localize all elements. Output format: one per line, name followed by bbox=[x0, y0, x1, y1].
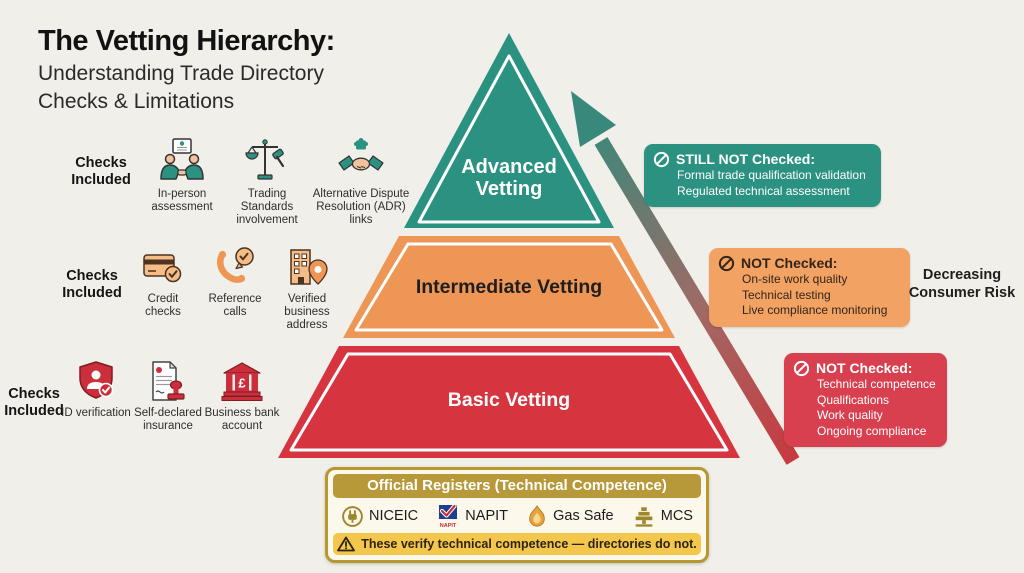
callout-item: Regulated technical assessment bbox=[677, 183, 850, 198]
pyramid-tier-basic bbox=[278, 346, 740, 458]
pyramid-tier-intermediate bbox=[343, 236, 675, 338]
niceic-logo bbox=[342, 505, 363, 527]
warning-icon bbox=[337, 536, 356, 552]
checks-included-label-basic: Checks Included bbox=[4, 386, 64, 419]
register-label: MCS bbox=[660, 508, 693, 524]
registers-warning: These verify technical competence — dire… bbox=[333, 533, 701, 555]
napit-logo: NAPIT bbox=[439, 503, 458, 529]
gas-safe-logo bbox=[529, 504, 545, 527]
callout-basic-not-checked: NOT Checked: Technical competence Qualif… bbox=[784, 353, 947, 448]
callout-item: Technical competence bbox=[817, 377, 936, 391]
tier-label-intermediate: Intermediate Vetting bbox=[415, 276, 603, 298]
callout-heading-row: NOT Checked: bbox=[793, 360, 937, 377]
decreasing-risk-arrow bbox=[571, 91, 800, 465]
risk-label-line-1: Decreasing bbox=[922, 267, 1002, 283]
credit-checks-icon bbox=[143, 254, 182, 283]
check-item-caption: Alternative Dispute Resolution (ADR) lin… bbox=[312, 188, 410, 227]
prohibited-icon bbox=[653, 151, 670, 168]
prohibited-icon bbox=[793, 360, 810, 377]
subtitle-line-2: Checks & Limitations bbox=[38, 89, 235, 113]
svg-text:NAPIT: NAPIT bbox=[440, 523, 457, 529]
callout-heading-row: STILL NOT Checked: bbox=[653, 151, 871, 168]
register-label: NAPIT bbox=[465, 508, 508, 524]
check-item-self-declared-insurance: Self-declared insurance bbox=[122, 360, 214, 433]
check-item-caption: Self-declared insurance bbox=[134, 407, 202, 433]
prohibited-icon bbox=[718, 255, 735, 272]
decreasing-consumer-risk-label: Decreasing Consumer Risk bbox=[903, 266, 1021, 302]
check-item-caption: Reference calls bbox=[208, 293, 262, 319]
checks-included-label-advanced: Checks Included bbox=[71, 155, 131, 188]
page-title: The Vetting Hierarchy: bbox=[38, 25, 335, 57]
callout-item: Formal trade qualification validation bbox=[677, 168, 866, 182]
subtitle-line-1: Understanding Trade Directory bbox=[38, 62, 324, 86]
checks-included-label-intermediate: Checks Included bbox=[62, 268, 122, 301]
check-item-caption: Trading Standards involvement bbox=[236, 188, 298, 227]
check-item-adr-links: Alternative Dispute Resolution (ADR) lin… bbox=[306, 137, 416, 227]
callout-heading: NOT Checked: bbox=[816, 360, 913, 377]
title-block: The Vetting Hierarchy: Understanding Tra… bbox=[38, 26, 335, 115]
trading-standards-icon bbox=[245, 139, 285, 180]
registers-logo-row: NICEIC NAPIT NAPIT Gas Safe bbox=[333, 498, 701, 533]
tier-label-basic: Basic Vetting bbox=[447, 389, 571, 411]
register-label: NICEIC bbox=[369, 508, 419, 524]
register-gas-safe: Gas Safe bbox=[526, 504, 614, 529]
reference-calls-icon bbox=[217, 247, 254, 283]
mcs-logo bbox=[635, 506, 653, 527]
check-item-in-person-assessment: In-person assessment bbox=[140, 137, 224, 214]
callout-item: Work quality bbox=[817, 408, 883, 423]
id-verification-icon bbox=[79, 361, 114, 399]
check-item-verified-business-address: Verified business address bbox=[274, 246, 340, 332]
registers-warning-text: These verify technical competence — dire… bbox=[361, 537, 697, 551]
check-item-trading-standards: Trading Standards involvement bbox=[224, 137, 310, 227]
svg-text:£: £ bbox=[238, 376, 246, 391]
check-item-reference-calls: Reference calls bbox=[199, 246, 271, 319]
callout-heading-row: NOT Checked: bbox=[718, 255, 900, 272]
check-item-caption: Credit checks bbox=[145, 293, 181, 319]
business-bank-account-icon: £ bbox=[221, 362, 263, 401]
registers-header: Official Registers (Technical Competence… bbox=[333, 474, 701, 498]
self-declared-insurance-icon bbox=[152, 361, 185, 401]
callout-intermediate-not-checked: NOT Checked: On-site work quality Techni… bbox=[709, 248, 910, 327]
callout-item: Technical testing bbox=[742, 287, 831, 302]
check-item-caption: Verified business address bbox=[284, 293, 330, 332]
check-item-id-verification: ID verification bbox=[60, 360, 132, 420]
callout-heading: NOT Checked: bbox=[741, 255, 838, 272]
page-subtitle: Understanding Trade Directory Checks & L… bbox=[38, 60, 335, 115]
callout-item: Live compliance monitoring bbox=[742, 303, 888, 318]
callout-heading: STILL NOT Checked: bbox=[676, 151, 815, 168]
register-napit: NAPIT NAPIT bbox=[436, 503, 508, 529]
check-item-business-bank-account: £ Business bank account bbox=[196, 360, 288, 433]
register-niceic: NICEIC bbox=[341, 505, 418, 528]
callout-item: On-site work quality bbox=[742, 272, 848, 286]
check-item-caption: ID verification bbox=[61, 407, 131, 419]
adr-links-icon bbox=[338, 138, 384, 171]
register-label: Gas Safe bbox=[553, 508, 614, 524]
register-mcs: MCS bbox=[632, 505, 693, 528]
verified-business-address-icon bbox=[290, 249, 328, 285]
check-item-caption: Business bank account bbox=[204, 407, 280, 433]
check-item-credit-checks: Credit checks bbox=[131, 246, 195, 319]
risk-label-line-2: Consumer Risk bbox=[908, 285, 1016, 302]
callout-item: Qualifications bbox=[817, 392, 890, 407]
official-registers-panel: Official Registers (Technical Competence… bbox=[325, 467, 709, 563]
callout-item: Ongoing compliance bbox=[817, 423, 927, 438]
pyramid-tier-advanced bbox=[404, 33, 614, 228]
check-item-caption: In-person assessment bbox=[151, 188, 213, 214]
in-person-assessment-icon bbox=[160, 138, 204, 180]
callout-advanced-not-checked: STILL NOT Checked: Formal trade qualific… bbox=[644, 144, 881, 208]
tier-label-advanced: Advanced Vetting bbox=[461, 156, 557, 200]
